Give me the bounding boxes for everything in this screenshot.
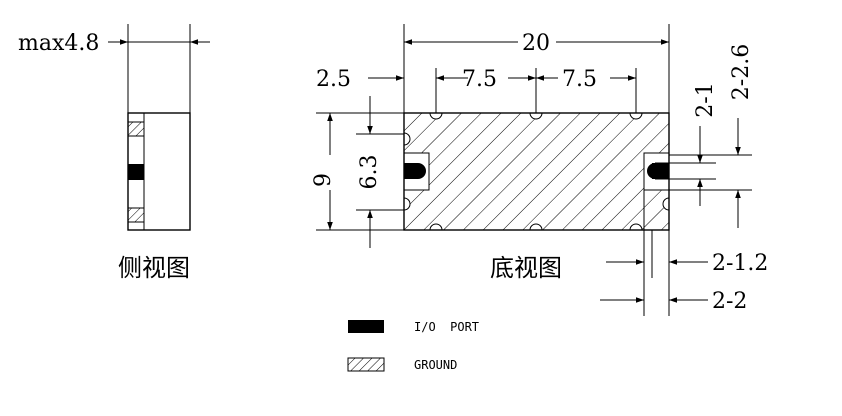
bottom-view: 20 2.5 7.5 7.5 9 6.3 2-1 2-2.6: [311, 24, 768, 316]
height-label: 9: [311, 173, 336, 187]
port-offset-label: 6.3: [357, 155, 382, 190]
port-overall-label: 2-2.6: [729, 44, 754, 100]
thickness-label: max4.8: [18, 31, 99, 56]
edge-offset-label: 2.5: [316, 67, 351, 92]
pitch-1-label: 7.5: [462, 67, 497, 92]
port-width-label: 2-1.2: [712, 251, 768, 276]
pitch-2-label: 7.5: [562, 67, 597, 92]
legend-label-io-port: I/O PORT: [414, 320, 479, 334]
side-ground-pad-bottom: [127, 207, 145, 223]
side-ground-pad-top: [127, 121, 145, 137]
side-view-caption: 侧视图: [118, 254, 190, 282]
pad-width-label: 2-2: [712, 289, 747, 314]
bottom-view-caption: 底视图: [490, 254, 562, 282]
ground-hatch-area: [404, 113, 669, 230]
io-port-right: [643, 152, 670, 191]
side-io-pad: [128, 164, 144, 180]
side-view: max4.8 侧视图: [18, 24, 210, 282]
io-port-left: [403, 152, 430, 191]
port-height-label: 2-1: [693, 82, 718, 117]
width-label: 20: [522, 31, 550, 56]
legend-swatch-io-port: [348, 320, 384, 333]
legend: I/O PORT GROUND: [347, 320, 479, 372]
legend-label-ground: GROUND: [414, 358, 457, 372]
legend-swatch-ground: [347, 357, 385, 372]
